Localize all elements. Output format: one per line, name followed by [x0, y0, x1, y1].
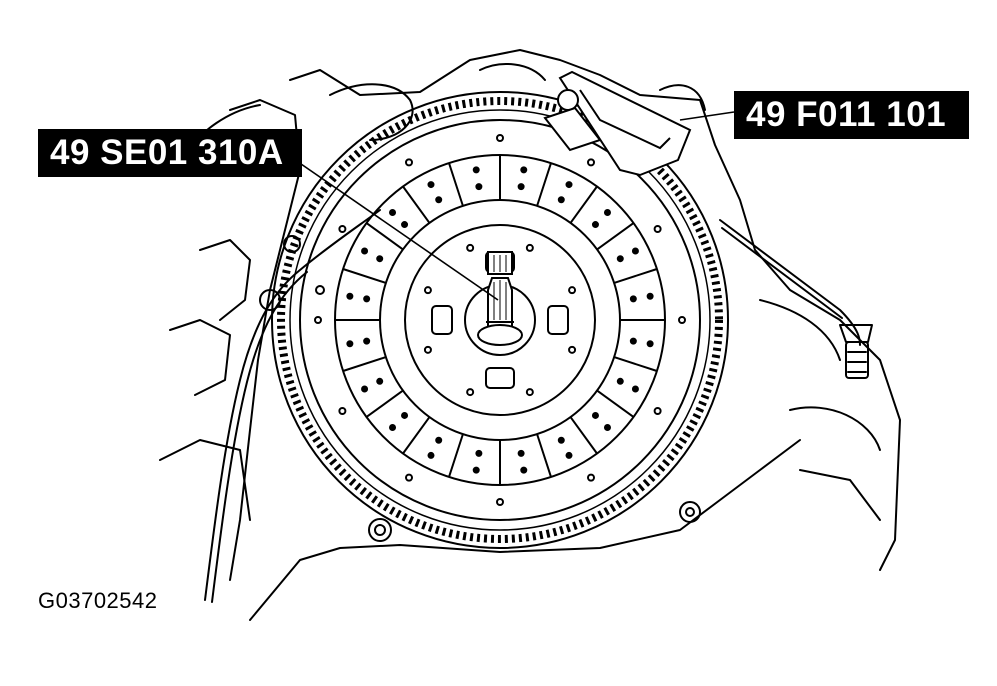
rivet [591, 221, 599, 229]
flywheel-bolt-hole [587, 158, 595, 167]
rivet [401, 411, 409, 419]
rivet [427, 181, 435, 189]
friction-segment-divider [596, 222, 635, 251]
rivet [603, 209, 611, 217]
hub-hole [525, 243, 534, 252]
rivet [646, 340, 654, 348]
damper-spring [547, 305, 569, 335]
rivet [346, 340, 354, 348]
friction-segment-divider [536, 162, 552, 207]
hub-hole [423, 286, 432, 295]
rivet [376, 255, 384, 263]
rivet [475, 183, 483, 191]
flywheel-bolt-hole [587, 473, 595, 482]
friction-segment-divider [536, 433, 552, 478]
rivet [361, 385, 369, 393]
flywheel-bolt-hole [338, 407, 347, 415]
rivet [435, 196, 443, 204]
flywheel-bolt-hole [678, 316, 686, 324]
leader-line-right [679, 111, 735, 121]
rivet [565, 451, 573, 459]
damper-spring [431, 305, 453, 335]
hub-hole [466, 243, 475, 252]
rivet [557, 436, 565, 444]
rivet [629, 295, 637, 303]
flywheel [271, 91, 729, 549]
pipe-left [204, 209, 381, 601]
rivet [616, 255, 624, 263]
rivet [520, 166, 528, 174]
damper-spring [485, 367, 515, 389]
rivet [631, 247, 639, 255]
friction-segment-divider [569, 185, 598, 224]
friction-segment-divider [448, 433, 464, 478]
rivet [376, 377, 384, 385]
rivet [591, 411, 599, 419]
rivet [435, 436, 443, 444]
figure-id-label: G03702542 [38, 588, 158, 613]
rivet [389, 423, 397, 431]
rivet [427, 451, 435, 459]
friction-segment-divider [448, 162, 464, 207]
friction-segment-divider [569, 416, 598, 455]
rivet [346, 292, 354, 300]
rivet [401, 221, 409, 229]
flywheel-bolt-hole [405, 158, 413, 167]
rivet [603, 423, 611, 431]
holder-tool-callout: 49 F011 101 [734, 91, 969, 139]
centering-tool [477, 251, 523, 346]
hub-hole [525, 388, 534, 397]
hub-hole [568, 286, 577, 295]
hub-hole [466, 388, 475, 397]
flywheel-bolt-hole [496, 134, 504, 142]
friction-segment-divider [342, 356, 387, 372]
hub-hole [423, 345, 432, 354]
hub-hole [568, 345, 577, 354]
flywheel-holder-tool [543, 70, 692, 177]
housing-outline [289, 49, 901, 571]
rivet [520, 466, 528, 474]
rivet [389, 209, 397, 217]
friction-segment-divider [342, 268, 387, 284]
friction-segment-divider [365, 222, 404, 251]
flywheel-bolt-hole [653, 407, 662, 415]
flywheel-bolt-hole [314, 316, 322, 324]
friction-segment-divider [613, 268, 658, 284]
flywheel-bolt-hole [405, 473, 413, 482]
pipe-right [719, 219, 861, 346]
rivet [616, 377, 624, 385]
leader-line-left [287, 154, 499, 301]
rivet [361, 247, 369, 255]
rivet [629, 337, 637, 345]
friction-segment-divider [402, 416, 431, 455]
flywheel-bolt-hole [653, 225, 662, 233]
rivet [475, 449, 483, 457]
housing-lower [249, 439, 801, 621]
rivet [472, 166, 480, 174]
friction-segment-divider [613, 356, 658, 372]
rivet [363, 337, 371, 345]
centering-tool-callout: 49 SE01 310A [38, 129, 302, 177]
rivet [363, 295, 371, 303]
rivet [565, 181, 573, 189]
friction-segment-divider [365, 389, 404, 418]
flywheel-bolt-hole [496, 498, 504, 506]
rivet [517, 449, 525, 457]
housing-left [229, 99, 301, 581]
rivet [631, 385, 639, 393]
rivet [646, 292, 654, 300]
rivet [517, 183, 525, 191]
rivet [472, 466, 480, 474]
rivet [557, 196, 565, 204]
friction-segment-divider [596, 389, 635, 418]
flywheel-bolt-hole [338, 225, 347, 233]
friction-segment-divider [402, 185, 431, 224]
